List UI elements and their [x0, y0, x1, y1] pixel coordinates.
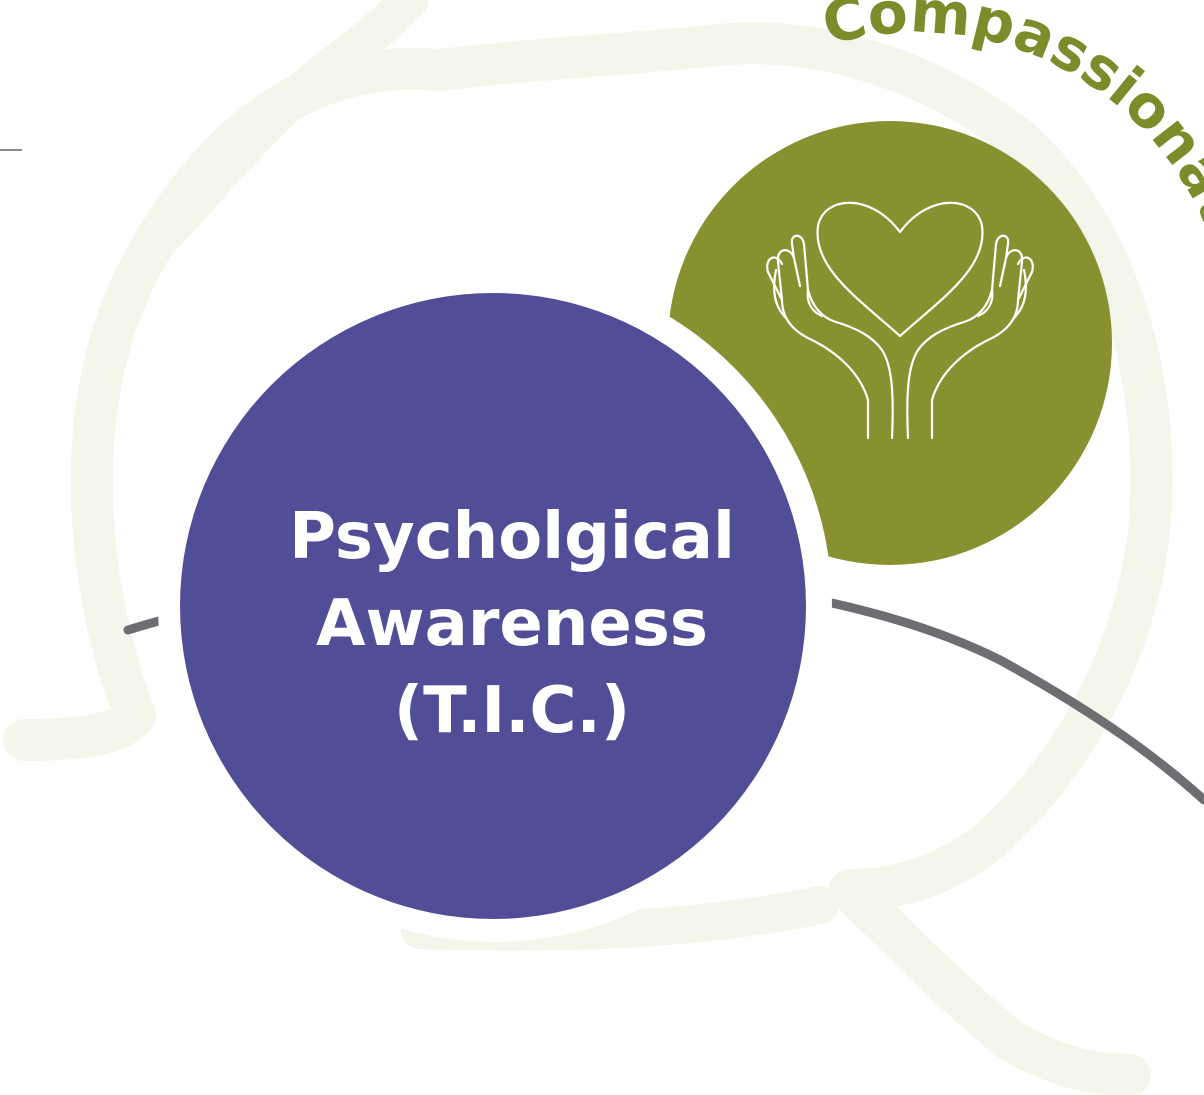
hands-holding-heart-icon: [766, 201, 1034, 440]
main-node-line-3: (T.I.C.): [394, 674, 630, 748]
main-node-line-2: Awareness: [316, 587, 708, 661]
main-node-line-1: Psycholgical: [289, 500, 735, 574]
main-node-circle: [180, 293, 806, 919]
psychological-awareness-node: Psycholgical Awareness (T.I.C.): [158, 268, 832, 942]
